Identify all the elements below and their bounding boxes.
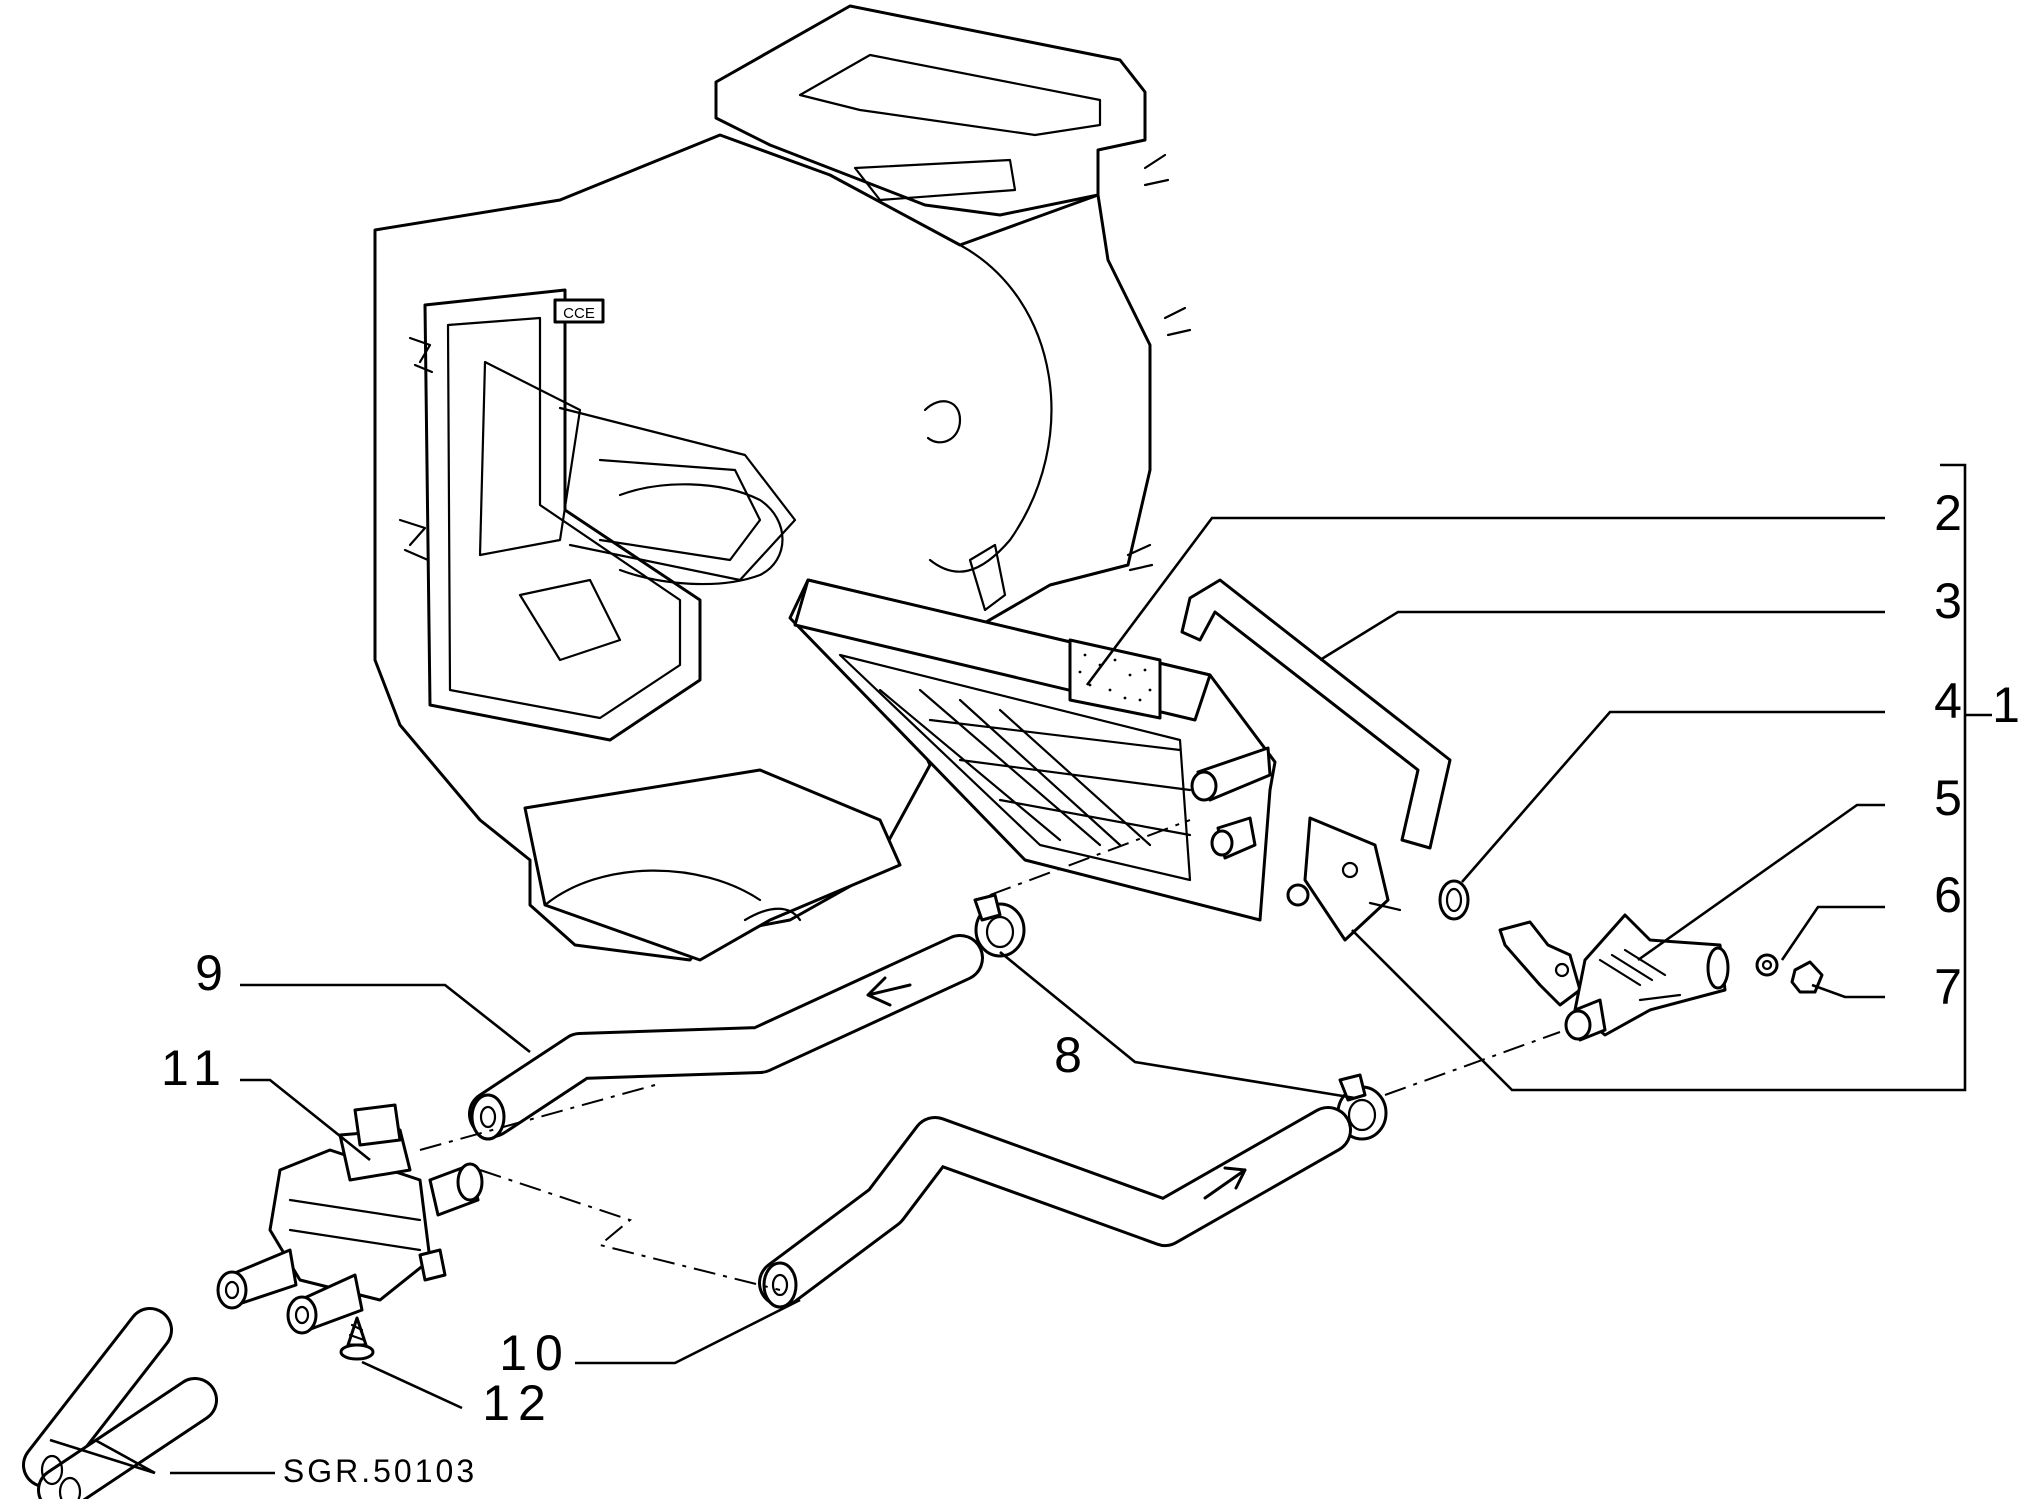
reference-code: SGR.50103 — [283, 1453, 477, 1489]
washer — [1755, 953, 1779, 977]
heater-core — [788, 578, 1402, 942]
housing-marking: CCE — [563, 305, 595, 322]
feed-hose — [758, 1106, 1352, 1309]
callout-labels: 2 3 4 1 5 6 7 8 9 10 11 12 — [161, 485, 2022, 1431]
leader-lines — [49, 463, 1992, 1475]
callout-9: 9 — [195, 945, 231, 1001]
nut — [1790, 960, 1824, 994]
assembly-axes — [419, 819, 1561, 1291]
callout-3: 3 — [1934, 573, 1970, 629]
return-hose — [468, 934, 984, 1141]
water-valve — [216, 1103, 484, 1335]
callout-8: 8 — [1054, 1027, 1090, 1083]
callout-12: 12 — [482, 1375, 554, 1431]
o-ring — [1438, 879, 1470, 921]
screw — [339, 1316, 375, 1361]
callout-5: 5 — [1934, 770, 1970, 826]
hose-clip-upper — [973, 893, 1026, 958]
callout-4: 4 — [1934, 673, 1970, 729]
floor-pipes — [22, 1307, 218, 1499]
callout-10: 10 — [499, 1325, 571, 1381]
callout-7: 7 — [1934, 959, 1970, 1015]
callout-2: 2 — [1934, 485, 1970, 541]
valve-pipe — [1498, 913, 1730, 1042]
callout-11: 11 — [161, 1040, 229, 1096]
callout-6: 6 — [1934, 867, 1970, 923]
seal-frame — [1180, 578, 1452, 850]
callout-1: 1 — [1992, 677, 2022, 733]
heater-housing: CCE — [373, 4, 1192, 962]
